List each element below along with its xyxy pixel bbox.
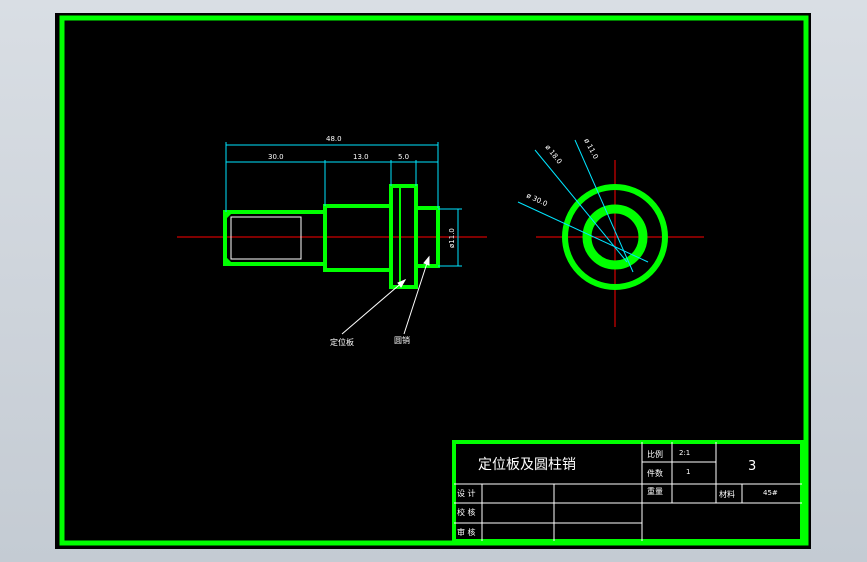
pin-shank <box>223 210 327 266</box>
side-leaders <box>341 255 430 335</box>
material-value: 45# <box>763 489 778 497</box>
title-block: 定位板及圆柱销 比例 2:1 件数 1 3 重量 材料 45# 设 计 校 核 … <box>452 440 804 543</box>
check-label: 校 核 <box>457 507 476 517</box>
end-outer-circle <box>562 184 668 290</box>
dim-end-2: ø 18.0 <box>543 143 563 165</box>
scale-label: 比例 <box>647 449 663 459</box>
scale-value: 2:1 <box>679 449 690 457</box>
material-label: 材料 <box>719 489 735 499</box>
sheet-border <box>59 15 809 546</box>
count-value: 1 <box>686 468 690 476</box>
drawing-sheet <box>55 13 811 549</box>
callout-pin: 圆销 <box>394 335 410 345</box>
pin-bore <box>230 216 302 260</box>
design-label: 设 计 <box>457 488 476 498</box>
count-label: 件数 <box>647 468 663 478</box>
drawing-number: 3 <box>748 459 756 474</box>
dim-side-diameter: ø11.0 <box>448 228 456 248</box>
dim-length-c: 5.0 <box>398 153 409 161</box>
side-view: 48.0 30.0 13.0 5.0 ø11.0 定位板 圆销 <box>177 135 487 347</box>
dim-length-b: 13.0 <box>353 153 369 161</box>
dim-length-a: 30.0 <box>268 153 284 161</box>
dim-end-1: ø 11.0 <box>582 137 599 160</box>
dim-end-3: ø 30.0 <box>525 192 548 209</box>
review-label: 审 核 <box>457 527 476 537</box>
drawing-title: 定位板及圆柱销 <box>478 457 576 473</box>
pin-body <box>323 204 393 272</box>
callout-plate: 定位板 <box>330 337 354 347</box>
dim-overall-length: 48.0 <box>326 135 342 143</box>
end-middle-circle <box>582 204 648 270</box>
end-view: ø 11.0 ø 18.0 ø 30.0 <box>517 137 704 327</box>
weight-label: 重量 <box>647 486 663 496</box>
side-dimensions <box>225 142 462 267</box>
end-dimensions <box>517 139 649 273</box>
pin-end-stub <box>414 206 440 268</box>
pin-chamfer <box>223 210 233 266</box>
